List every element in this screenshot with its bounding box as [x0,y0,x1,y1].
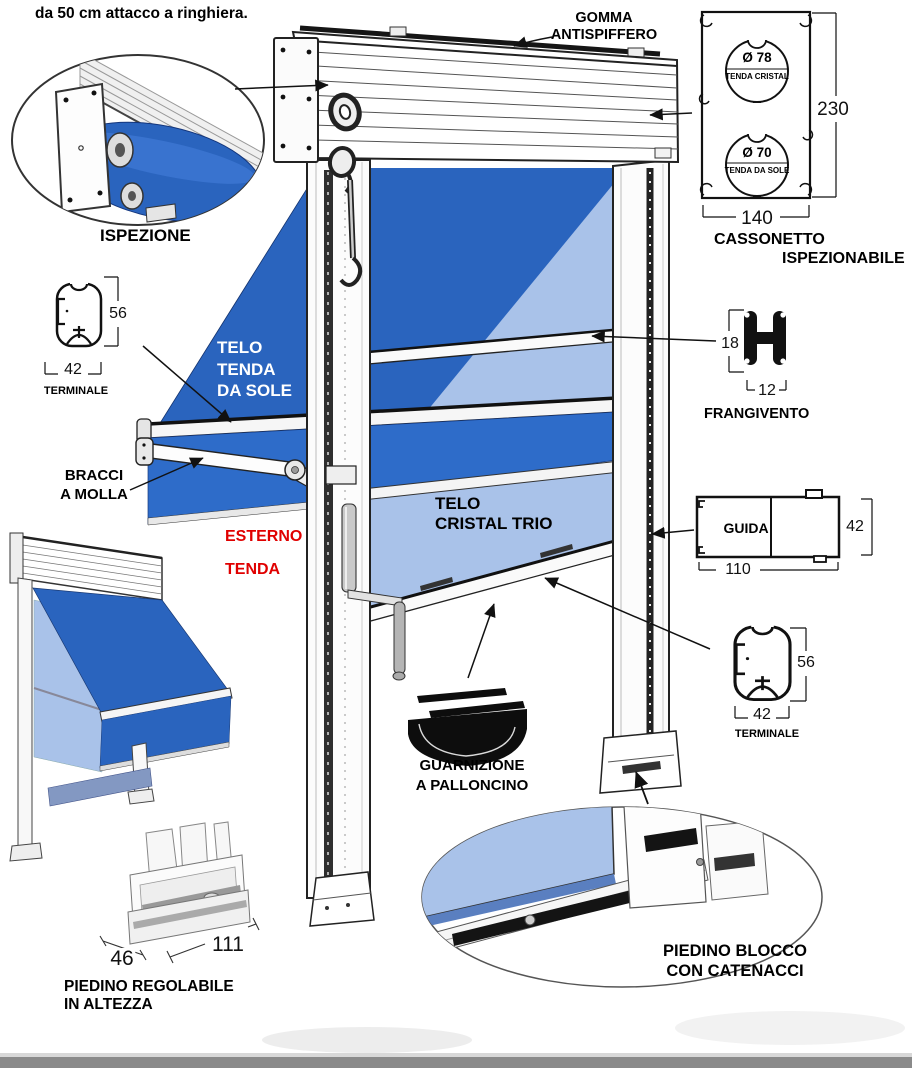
gomma-leader-arrow [513,36,553,48]
telo-tenda-da-sole-label: TELO TENDA DA SOLE [217,338,292,400]
footer-bar [0,1057,912,1068]
gomma-antispiffero-strip [299,25,661,57]
roller-sole-name: TENDA DA SOLE [724,166,790,175]
roller-cristal-diameter: Ø 78 [742,50,772,65]
terminale-left-profile [44,276,232,423]
guida-dim-width: 110 [723,561,753,578]
guarnizione-label: GUARNIZIONE A PALLONCINO [415,757,529,794]
terminale-left-dim-width: 42 [62,361,84,378]
piedino-blocco-label: PIEDINO BLOCCO CON CATENACCI [663,942,807,980]
page-title: da 50 cm attacco a ringhiera. [35,5,248,22]
cassonetto-leader-arrow [649,108,693,121]
frangivento-leader-arrow [591,330,717,343]
dim-230-bracket [812,12,837,198]
roller-cristal-name: TENDA CRISTAL [725,72,789,81]
cassonetto-dim-height: 230 [815,99,851,120]
terminale-right-leader-line [544,577,711,650]
shadow-blob-left [262,1027,472,1053]
telo-cristal-trio-label: TELO CRISTAL TRIO [435,494,553,533]
terminale-right-label: TERMINALE [734,728,800,740]
piedino-regolabile-drawing [99,821,260,964]
piedino-blocco-leader-arrow [634,771,649,805]
ispezione-label: ISPEZIONE [100,226,191,245]
frangivento-label: FRANGIVENTO [704,406,810,422]
bracci-a-molla-label: BRACCI A MOLLA [60,467,128,503]
cassonetto-caption-line2: ISPEZIONABILE [782,250,905,267]
terminale-right-dim-height: 56 [795,654,817,671]
gas-spring-linkage [325,465,406,681]
bracci-leader-arrow [129,457,204,491]
terminale-left-leader-arrow [142,345,232,423]
guida-leader-arrow [651,526,695,539]
cassonetto-dim-width: 140 [739,208,775,229]
guida-dim-height: 42 [844,518,866,535]
right-rail-foot [599,730,682,794]
frangivento-profile [591,309,787,391]
guida-label: GUIDA [723,520,769,536]
terminale-left-label: TERMINALE [43,385,109,397]
spring-arm [135,437,319,489]
left-guide-strut [306,159,375,927]
awning-fabric-inner [370,168,615,471]
mini-awning-render [9,532,233,862]
ispezione-detail-view [11,54,329,226]
piedino-regolabile-dim-depth: 46 [108,947,136,970]
terminale-left-dim-height: 56 [107,305,129,322]
footer-bar-highlight [0,1053,912,1058]
roller-sole-diameter: Ø 70 [742,145,772,160]
guida-profile [651,489,873,571]
frangivento-dim-height: 18 [719,335,741,352]
terminale-right-dim-width: 42 [751,706,773,723]
cassette-box [273,25,680,164]
gomma-antispiffero-label: GOMMA ANTISPIFFERO [550,10,658,43]
esterno-tenda-label: ESTERNO TENDA [225,528,303,578]
piedino-blocco-detail-view [421,771,823,988]
roller-cristal-circle [725,34,789,103]
cassonetto-caption-line1: CASSONETTO [714,231,825,248]
roller-sole-circle [725,128,789,197]
piedino-regolabile-label: PIEDINO REGOLABILE IN ALTEZZA [64,978,234,1013]
dim-140-bracket [702,205,810,218]
guarnizione-drawing [408,603,527,766]
ispezione-leader-arrow [234,79,329,92]
frangivento-dim-width: 12 [756,382,778,399]
terminale-right-profile [544,577,807,719]
main-assembly-drawing [135,25,682,927]
cassonetto-cross-section [649,10,837,218]
hook-and-rod [327,92,363,287]
shadow-blob-right [675,1011,905,1045]
dim-111-line [166,917,260,964]
piedino-regolabile-dim-width: 111 [210,933,246,956]
cassette-end-plate [273,37,319,163]
right-guide-rail [599,158,682,794]
guarnizione-leader-arrow [467,603,496,679]
